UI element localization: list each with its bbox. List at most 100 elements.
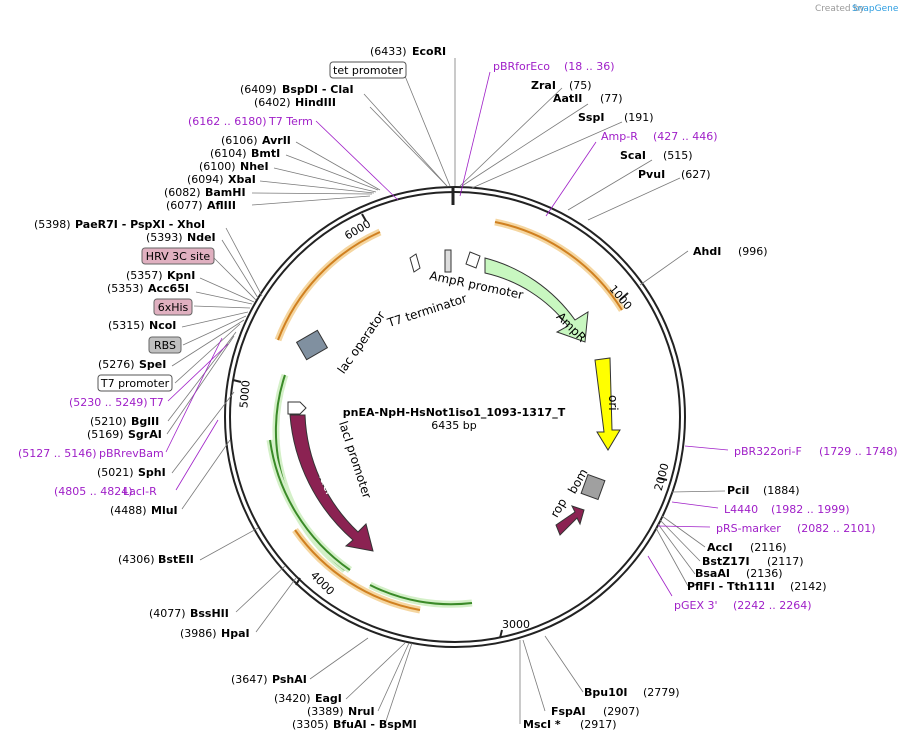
site-pos: (6409) xyxy=(240,83,277,96)
site-pos: (6094) xyxy=(187,173,224,186)
laci-arrow xyxy=(289,414,374,552)
orf-arc-1-line xyxy=(494,221,623,311)
leader-lines xyxy=(166,58,726,725)
laci-promoter-label: lacI promoter xyxy=(336,419,374,500)
tet-promoter-box xyxy=(329,61,407,79)
site-name: BspDI - ClaI xyxy=(282,83,354,96)
lac-operator-cluster xyxy=(295,329,329,361)
site-pos: (6077) xyxy=(166,199,203,212)
site-name: BssHII xyxy=(190,607,229,620)
primer-range: (18 .. 36) xyxy=(564,60,615,73)
tick-label-3000: 3000 xyxy=(502,618,530,631)
lac-operator-label: lac operator xyxy=(335,309,388,377)
t7-terminator-marker xyxy=(409,253,421,273)
site-name: BamHI xyxy=(205,186,246,199)
t7-term-marker xyxy=(444,249,452,273)
site-pos: (515) xyxy=(663,149,693,162)
site-pos: (191) xyxy=(624,111,654,124)
primer-name: pGEX 3' xyxy=(674,599,718,612)
primer-range: (2242 .. 2264) xyxy=(733,599,812,612)
rop-arrow xyxy=(555,505,585,536)
backbone-inner xyxy=(229,191,681,643)
site-name: BmtI xyxy=(251,147,280,160)
site-name: AflIII xyxy=(207,199,236,212)
primer-range: (2082 .. 2101) xyxy=(797,522,876,535)
site-name: AhdI xyxy=(693,245,721,258)
primer-name: pBR322ori-F xyxy=(734,445,802,458)
site-pos: (5398) xyxy=(34,218,71,231)
ampr-promoter-marker xyxy=(465,251,481,269)
site-name: SpeI xyxy=(139,358,166,371)
t7-promoter-box xyxy=(97,374,173,392)
site-name: Acc65I xyxy=(148,282,189,295)
snapgene-logo: SnapGene xyxy=(852,4,899,14)
site-name: AccI xyxy=(707,541,733,554)
site-name: XbaI xyxy=(228,173,256,186)
primer-range: (4805 .. 4824) xyxy=(54,485,133,498)
site-pos: (6433) xyxy=(370,45,407,58)
his-tag-label: 6xHis xyxy=(158,301,189,314)
rbs-label: RBS xyxy=(154,339,176,352)
site-pos: (75) xyxy=(569,79,592,92)
site-pos: (6082) xyxy=(164,186,201,199)
primer-range: (6162 .. 6180) xyxy=(188,115,267,128)
site-name: KpnI xyxy=(167,269,195,282)
site-pos: (2142) xyxy=(790,580,827,593)
site-pos: (6100) xyxy=(199,160,236,173)
site-pos: (2136) xyxy=(746,567,783,580)
primer-name: pRS-marker xyxy=(716,522,781,535)
primer-name: pBRrevBam xyxy=(99,447,164,460)
rop-label: rop xyxy=(548,496,570,520)
site-pos: (2779) xyxy=(643,686,680,699)
site-pos: (5169) xyxy=(87,428,124,441)
site-name: FspAI xyxy=(551,705,586,718)
site-name: SspI xyxy=(578,111,604,124)
laci-promoter-marker xyxy=(287,401,307,415)
site-name: SphI xyxy=(138,466,166,479)
site-pos: (996) xyxy=(738,245,768,258)
site-pos: (5393) xyxy=(146,231,183,244)
orf-arc-3-line xyxy=(294,529,421,611)
primer-name: pBRforEco xyxy=(493,60,550,73)
primer-range: (427 .. 446) xyxy=(653,130,718,143)
plasmid-size: 6435 bp xyxy=(431,419,476,432)
site-pos: (1884) xyxy=(763,484,800,497)
green-arc-3-line xyxy=(369,584,473,606)
site-name: BsaAI xyxy=(695,567,730,580)
site-pos: (5021) xyxy=(97,466,134,479)
site-name: ScaI xyxy=(620,149,646,162)
primer-range: (1982 .. 1999) xyxy=(771,503,850,516)
site-pos: (5315) xyxy=(108,319,145,332)
site-name: MluI xyxy=(151,504,178,517)
primer-range: (5127 .. 5146) xyxy=(18,447,97,460)
site-name: HindIII xyxy=(295,96,336,109)
site-name: MscI * xyxy=(523,718,561,731)
site-pos: (6402) xyxy=(254,96,291,109)
site-pos: (3420) xyxy=(274,692,311,705)
primer-range: (5230 .. 5249) xyxy=(69,396,148,409)
backbone-outer xyxy=(224,186,686,648)
plasmid-name: pnEA-NpH-HsNot1iso1_1093-1317_T xyxy=(343,406,566,419)
site-name: NheI xyxy=(240,160,269,173)
t7-terminator-label: T7 terminator xyxy=(385,291,469,330)
ampr-arrow xyxy=(484,257,589,343)
site-name: ZraI xyxy=(531,79,556,92)
site-pos: (4488) xyxy=(110,504,147,517)
site-name: Bpu10I xyxy=(584,686,628,699)
site-pos: (4306) xyxy=(118,553,155,566)
boxed-features: tet promoter HRV 3C site 6xHis RBS T7 pr… xyxy=(97,61,407,392)
primer-labels: pBRforEco (18 .. 36) Amp-R (427 .. 446) … xyxy=(18,60,898,612)
tet-promoter-label: tet promoter xyxy=(333,64,403,77)
site-name: NcoI xyxy=(149,319,176,332)
site-name: PvuI xyxy=(638,168,665,181)
primer-name: Amp-R xyxy=(601,130,638,143)
site-pos: (5357) xyxy=(126,269,163,282)
site-name: NdeI xyxy=(187,231,216,244)
site-name: AatII xyxy=(553,92,582,105)
bom-box xyxy=(580,473,606,501)
rbs-box xyxy=(148,336,182,354)
site-pos: (5353) xyxy=(107,282,144,295)
site-name: NruI xyxy=(348,705,375,718)
site-labels: (6433) EcoRI (75) ZraI (77) AatII (191) … xyxy=(34,45,827,731)
